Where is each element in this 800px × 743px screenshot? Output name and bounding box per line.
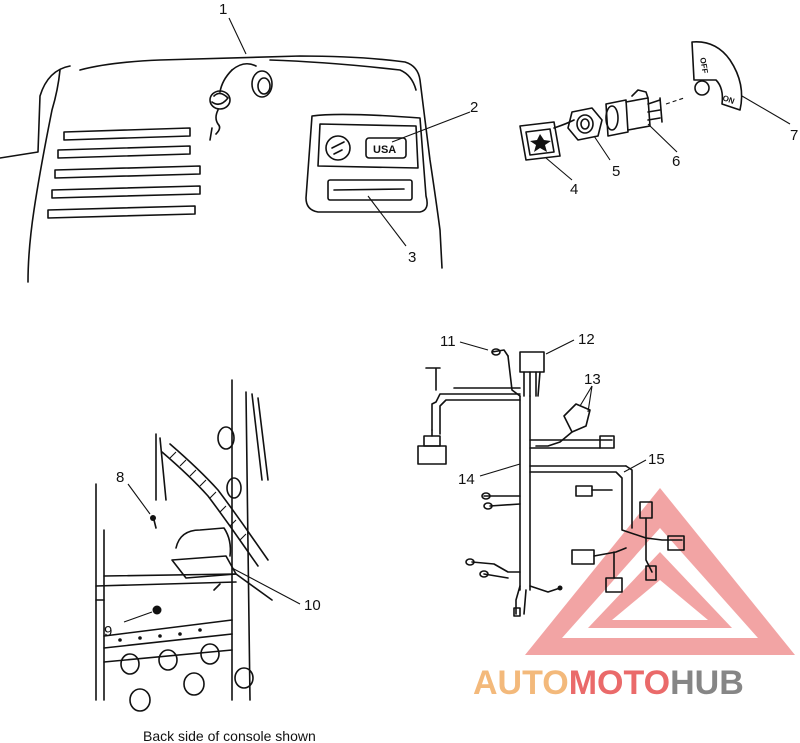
ignition-key: [519, 119, 575, 161]
leader-lines-bottom-right: [459, 339, 647, 477]
watermark-triangle: [525, 488, 795, 655]
callout-14: 14: [458, 471, 475, 488]
usa-badge-text: USA: [373, 144, 396, 156]
ignition-switch: [605, 89, 685, 137]
hood-panel: [0, 55, 443, 283]
figure-caption: Back side of console shown: [143, 728, 316, 743]
callout-12: 12: [578, 331, 595, 348]
callout-5: 5: [612, 163, 620, 180]
callout-15: 15: [648, 451, 665, 468]
on-label: ON: [721, 93, 736, 106]
callout-8: 8: [116, 469, 124, 486]
callout-6: 6: [672, 153, 680, 170]
key-lanyard: [209, 62, 273, 141]
callout-labels: 1 2 3 4 5 6 7 8 9 10 11 12 13 14 15: [104, 1, 798, 640]
callout-1: 1: [219, 1, 227, 18]
watermark-moto: MOTO: [569, 664, 670, 702]
off-label: OFF: [698, 57, 710, 74]
svg-text:AUTOMOTOHUB: AUTOMOTOHUB: [473, 664, 744, 702]
callout-7: 7: [790, 127, 798, 144]
leader-lines-top: [228, 17, 791, 247]
on-off-decal: OFF ON: [691, 41, 743, 111]
hex-nut: [567, 107, 603, 141]
callout-2: 2: [470, 99, 478, 116]
callout-13: 13: [584, 371, 601, 388]
callout-9: 9: [104, 623, 112, 640]
callout-11: 11: [440, 333, 456, 350]
watermark-hub: HUB: [670, 664, 744, 702]
console-back-view: [95, 379, 273, 712]
wiring-harness: [417, 348, 685, 617]
watermark-auto: AUTO: [473, 664, 569, 702]
leader-lines-bottom-left: [123, 483, 301, 623]
callout-10: 10: [304, 597, 321, 614]
console-plate: USA: [305, 113, 428, 213]
callout-3: 3: [408, 249, 416, 266]
callout-4: 4: [570, 181, 578, 198]
watermark-text: AUTOMOTOHUB: [473, 664, 744, 702]
